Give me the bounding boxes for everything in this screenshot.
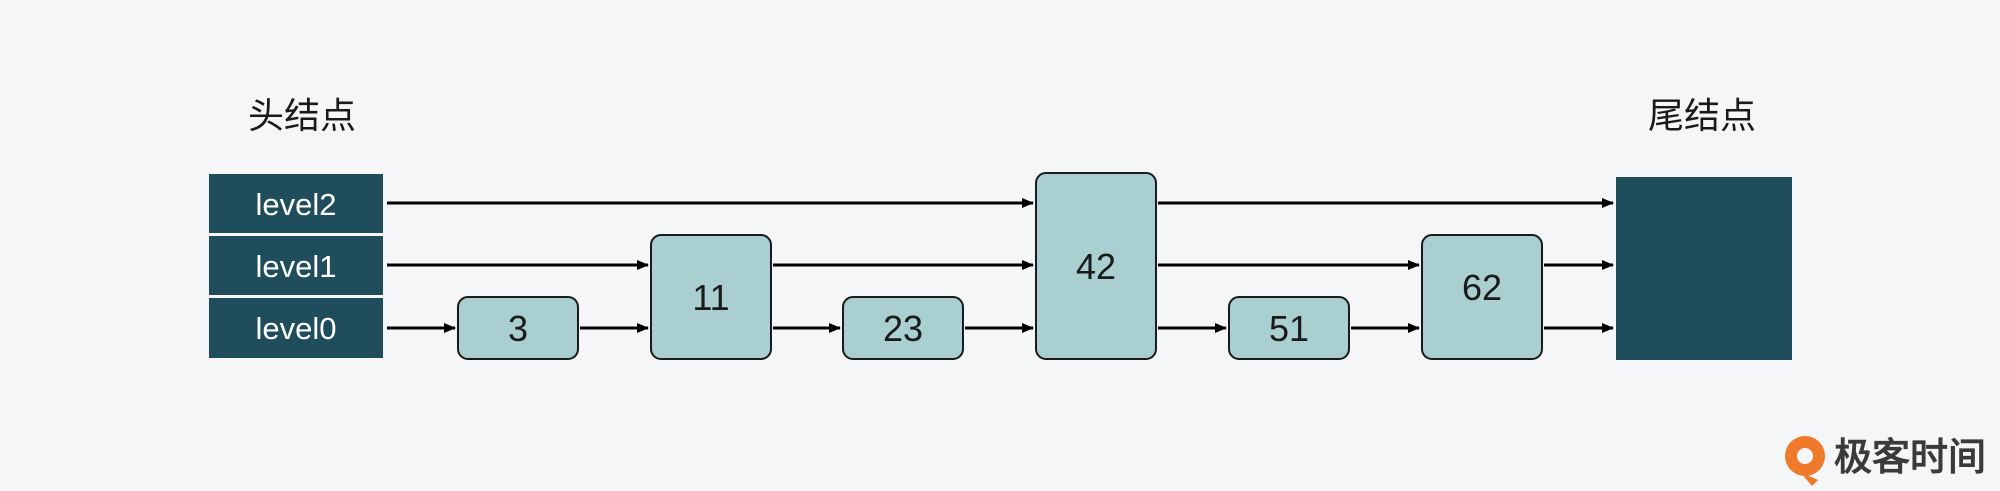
level1-label: level1 [256, 249, 337, 284]
tail-node [1616, 177, 1792, 360]
tail-node-label: 尾结点 [1648, 96, 1756, 137]
header-node-label: 头结点 [248, 96, 356, 137]
node-23-value: 23 [883, 308, 923, 349]
brand-name: 极客时间 [1834, 435, 1986, 479]
node-23: 23 [842, 296, 964, 360]
node-62-value: 62 [1462, 267, 1502, 308]
header-level1-cell [209, 236, 383, 295]
node-3-value: 3 [508, 308, 528, 349]
node-11: 11 [650, 234, 772, 360]
node-51-box [1228, 296, 1350, 360]
node-62-box [1421, 234, 1543, 360]
header-level2-cell [209, 174, 383, 233]
brand-watermark: 极客时间 [1785, 435, 1986, 486]
node-51-value: 51 [1269, 308, 1309, 349]
level0-label: level0 [256, 311, 337, 346]
node-11-value: 11 [692, 277, 729, 318]
node-23-box [842, 296, 964, 360]
node-42-value: 42 [1076, 246, 1116, 287]
level2-label: level2 [256, 187, 337, 222]
node-42: 42 [1035, 172, 1157, 360]
node-42-box [1035, 172, 1157, 360]
node-11-box [650, 234, 772, 360]
node-51: 51 [1228, 296, 1350, 360]
node-3-box [457, 296, 579, 360]
node-3: 3 [457, 296, 579, 360]
node-62: 62 [1421, 234, 1543, 360]
header-level0-cell [209, 298, 383, 358]
header-node: level2 level1 level0 [209, 174, 383, 358]
geektime-logo-icon [1785, 436, 1825, 486]
